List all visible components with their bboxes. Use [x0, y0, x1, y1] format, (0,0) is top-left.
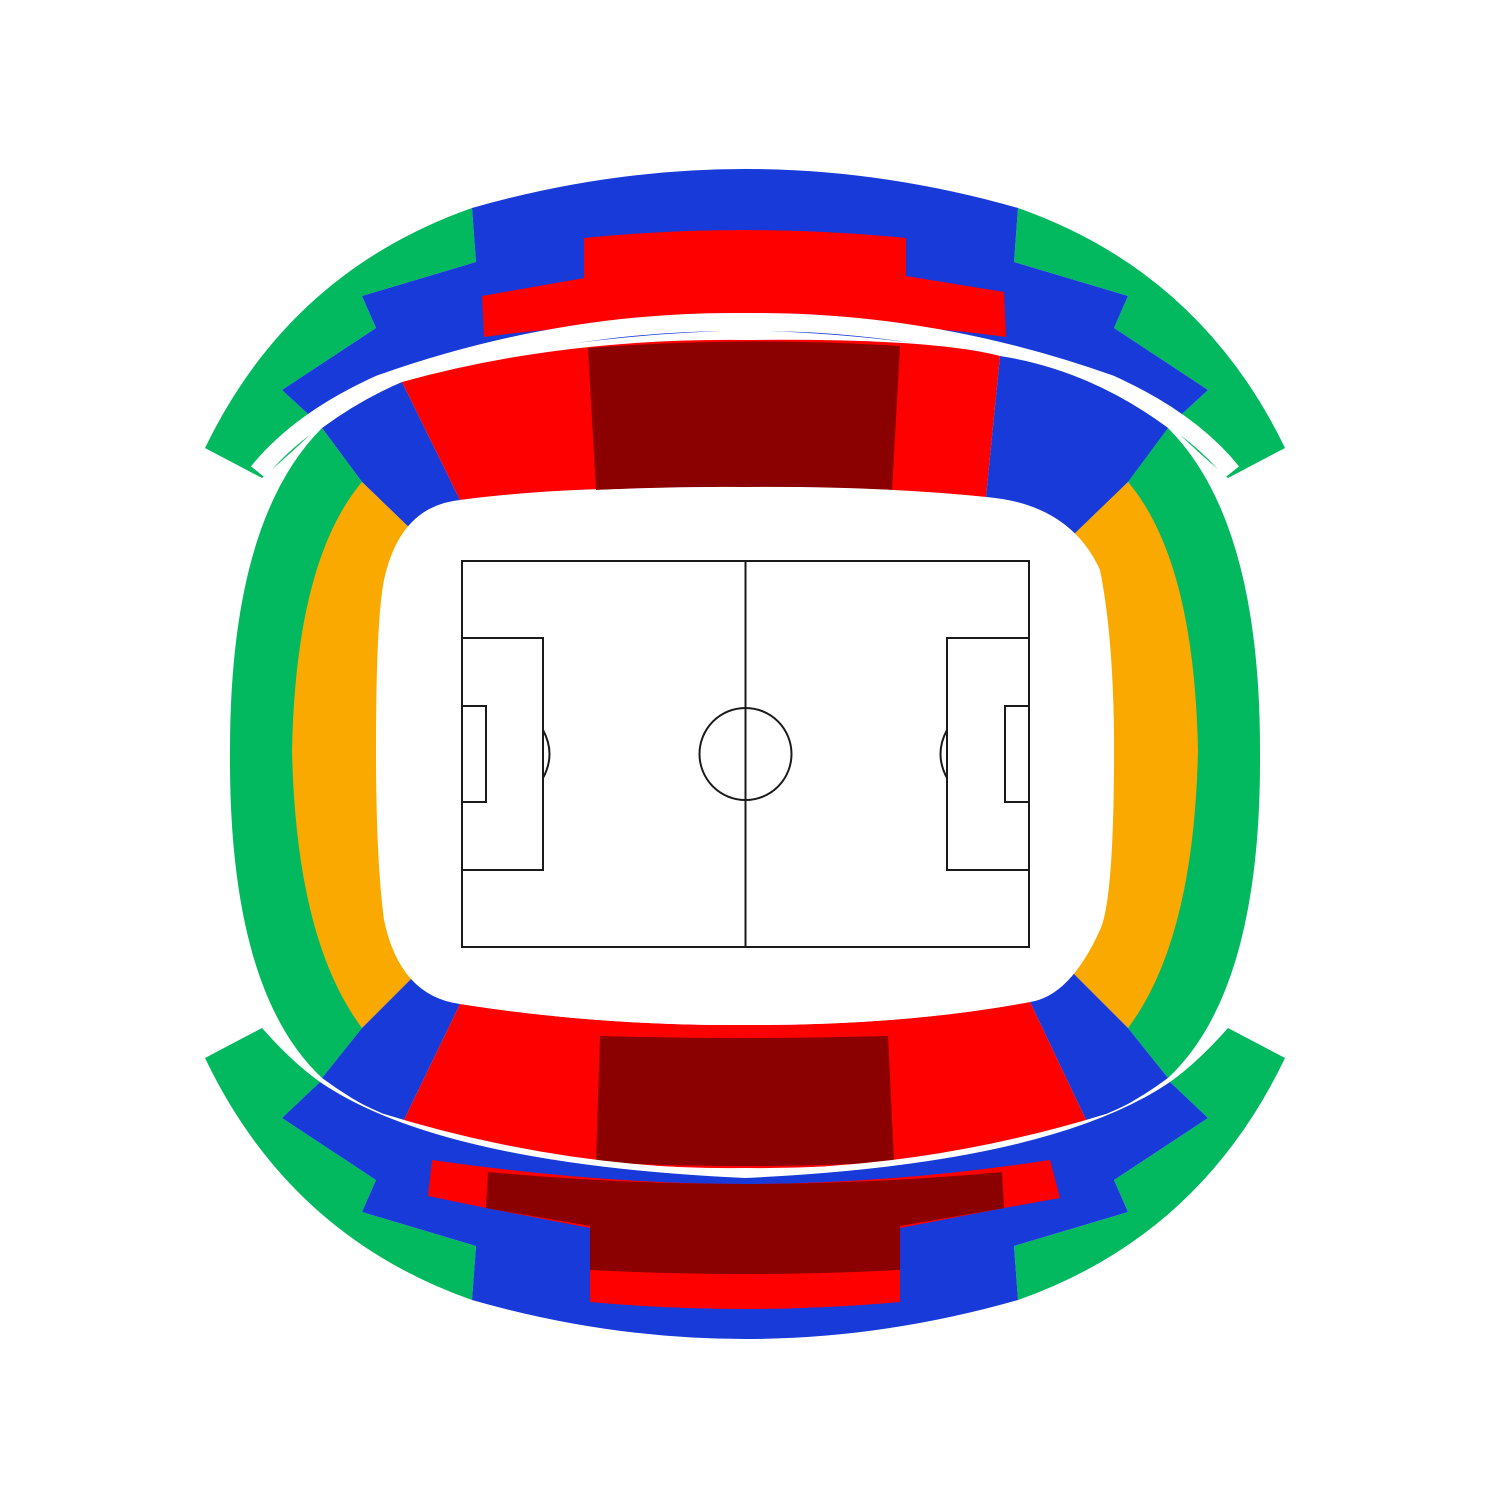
south-lower-dark-red-section[interactable] — [596, 1036, 894, 1166]
concourse-ring-north — [251, 312, 1239, 478]
east-orange-section[interactable] — [1070, 482, 1198, 1028]
north-upper-green-left-section[interactable] — [205, 208, 476, 478]
south-upper-dark-red-section[interactable] — [486, 1172, 1004, 1274]
right-goal-box — [1004, 705, 1030, 803]
south-lower-blue-right-section[interactable] — [1030, 970, 1168, 1124]
south-lower-blue-left-section[interactable] — [322, 970, 460, 1124]
left-penalty-arc — [542, 729, 551, 779]
south-upper-green-right-section[interactable] — [1014, 1028, 1285, 1300]
right-penalty-arc — [939, 729, 948, 779]
north-upper-red-section[interactable] — [482, 230, 1006, 337]
north-lower-blue-right-inner-section[interactable] — [986, 356, 1168, 538]
north-lower-dark-red-section[interactable] — [588, 341, 900, 490]
north-upper-green-right-section[interactable] — [1014, 208, 1285, 478]
left-goal-box — [461, 705, 487, 803]
center-circle — [698, 707, 793, 801]
south-upper-green-left-section[interactable] — [205, 1028, 476, 1300]
football-pitch — [461, 560, 1030, 948]
north-lower-blue-left-section[interactable] — [322, 382, 460, 538]
west-orange-section[interactable] — [292, 482, 420, 1028]
